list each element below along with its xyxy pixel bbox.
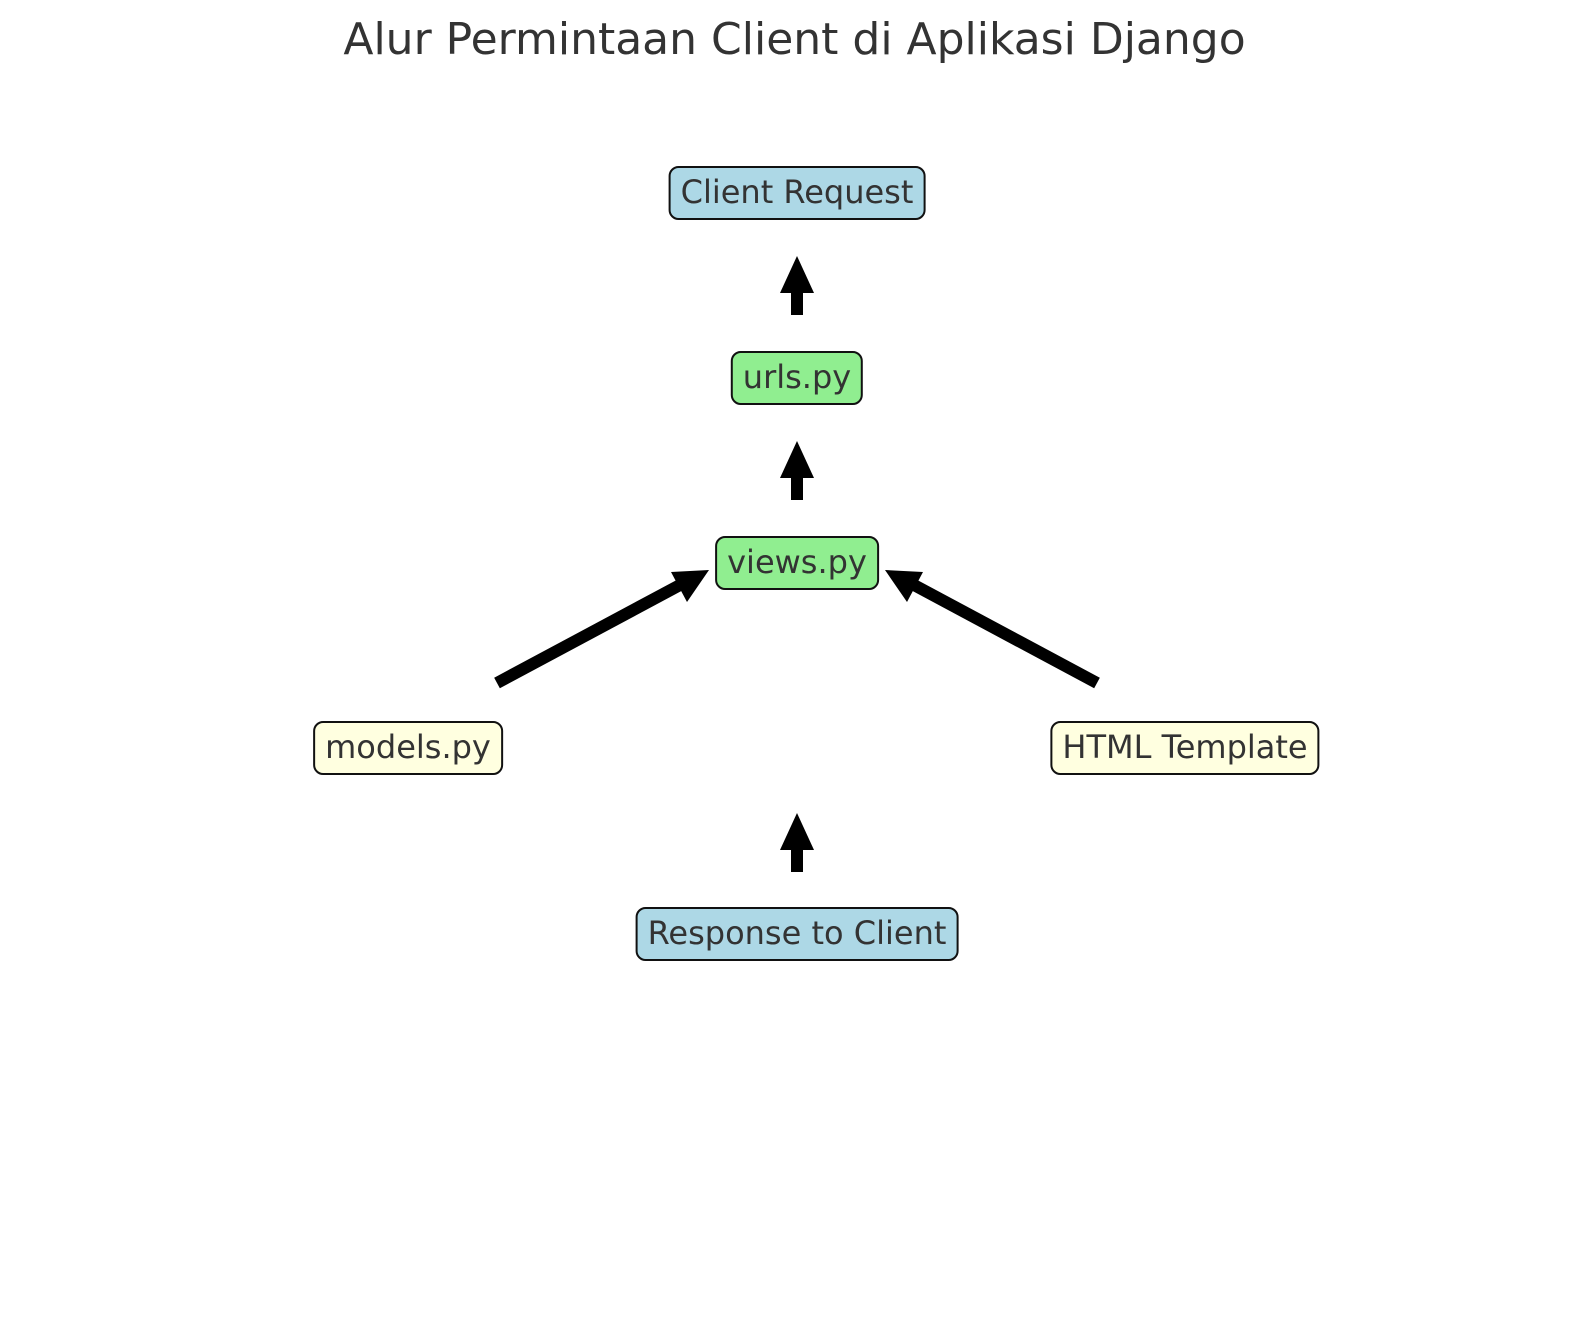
template-to-views-arrow bbox=[885, 570, 1100, 689]
urls-to-client-request-arrow bbox=[780, 256, 814, 315]
node-models-py-label: models.py bbox=[325, 728, 491, 766]
node-models-py: models.py bbox=[313, 721, 503, 775]
diagram-title: Alur Permintaan Client di Aplikasi Djang… bbox=[343, 14, 1246, 65]
node-client-request-label: Client Request bbox=[680, 173, 914, 211]
node-urls-py-label: urls.py bbox=[742, 358, 852, 396]
node-html-template-label: HTML Template bbox=[1062, 728, 1308, 766]
node-response-to-client: Response to Client bbox=[635, 907, 959, 961]
response-arrow bbox=[780, 813, 814, 872]
models-to-views-arrow bbox=[494, 570, 709, 689]
node-urls-py: urls.py bbox=[730, 351, 864, 405]
views-to-urls-arrow bbox=[780, 441, 814, 500]
node-views-py: views.py bbox=[715, 536, 879, 590]
node-response-to-client-label: Response to Client bbox=[647, 914, 947, 952]
node-client-request: Client Request bbox=[668, 166, 926, 220]
node-views-py-label: views.py bbox=[727, 543, 867, 581]
node-html-template: HTML Template bbox=[1050, 721, 1320, 775]
